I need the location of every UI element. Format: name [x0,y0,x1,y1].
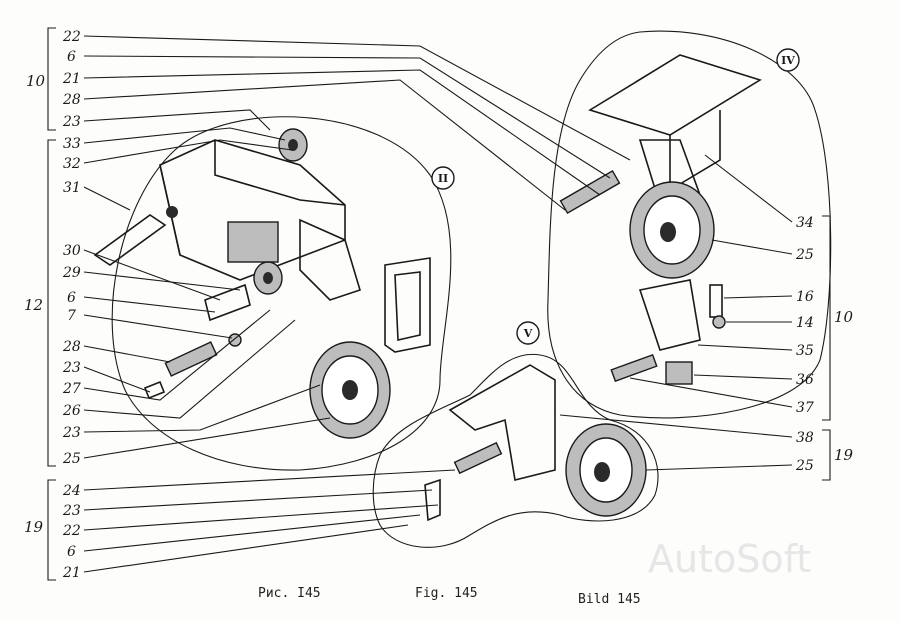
label-32: 32 [63,156,81,172]
label-23-d: 23 [62,503,81,519]
plate-bottom [424,478,441,522]
group-19-left: 19 [24,518,44,536]
bracket-bottom [448,364,556,481]
label-38: 38 [796,430,814,446]
label-27: 27 [62,381,81,397]
assembly-outline-right [547,30,832,419]
view-marker-V: V [516,321,540,345]
label-33: 33 [63,136,81,152]
small-pulley-mid [253,261,283,295]
label-6-a: 6 [67,49,76,65]
label-31: 31 [63,180,81,196]
nut-14 [712,315,726,329]
caption-english: Fig. 145 [415,586,478,601]
label-36: 36 [796,372,814,388]
nut-7 [228,333,242,347]
bushing-36 [665,361,693,385]
shaft-right [559,169,621,215]
svg-text:II: II [438,172,448,185]
assembly-outline-left [111,116,452,471]
label-25-c: 25 [795,458,814,474]
label-30: 30 [63,243,81,259]
view-marker-IV: IV [776,48,800,72]
label-21-b: 21 [62,565,81,581]
top-plate-right [588,54,762,192]
label-35: 35 [796,343,814,359]
group-19-right: 19 [834,446,854,464]
u-bracket-left [384,257,431,353]
label-6-c: 6 [67,544,76,560]
label-29: 29 [62,265,81,281]
group-10-right: 10 [834,308,854,326]
svg-text:V: V [523,327,533,340]
shaft-bottom [453,441,503,475]
label-22-a: 22 [62,29,81,45]
pin-28 [164,341,218,377]
bolt-23 [143,380,166,400]
label-6-b: 6 [67,290,76,306]
label-24: 24 [62,483,81,499]
bracket-arm-left [93,206,178,266]
clip-16 [709,284,723,318]
group-brackets [47,27,831,581]
label-23-c: 23 [62,425,81,441]
label-7: 7 [67,308,76,324]
label-34: 34 [796,215,814,231]
view-marker-II: II [431,166,455,190]
label-16: 16 [796,289,814,305]
label-25-a: 25 [62,451,81,467]
label-26: 26 [62,403,81,419]
large-pulley-right [629,181,715,279]
mount-plate-left [204,283,251,322]
label-25-b: 25 [795,247,814,263]
upper-small-pulley [278,128,308,162]
caption-russian: Рис. I45 [258,586,321,601]
label-23-a: 23 [62,114,81,130]
pin-37 [610,353,658,383]
label-23-b: 23 [62,360,81,376]
svg-text:IV: IV [781,54,795,67]
caption-german: Bild 145 [578,592,641,607]
group-12: 12 [24,296,43,314]
label-14: 14 [796,315,814,331]
label-22-b: 22 [62,523,81,539]
group-10-left: 10 [26,72,46,90]
label-21-a: 21 [62,71,81,87]
label-37: 37 [796,400,814,416]
label-28-a: 28 [62,92,81,108]
tension-bracket-right [638,279,701,351]
leader-lines [83,35,793,573]
label-28-b: 28 [62,339,81,355]
housing-left [159,139,361,301]
large-pulley-left [309,341,391,439]
assembly-outline-bottom [372,353,659,548]
large-pulley-bottom [565,423,647,517]
watermark: AutoSoft [648,537,811,581]
